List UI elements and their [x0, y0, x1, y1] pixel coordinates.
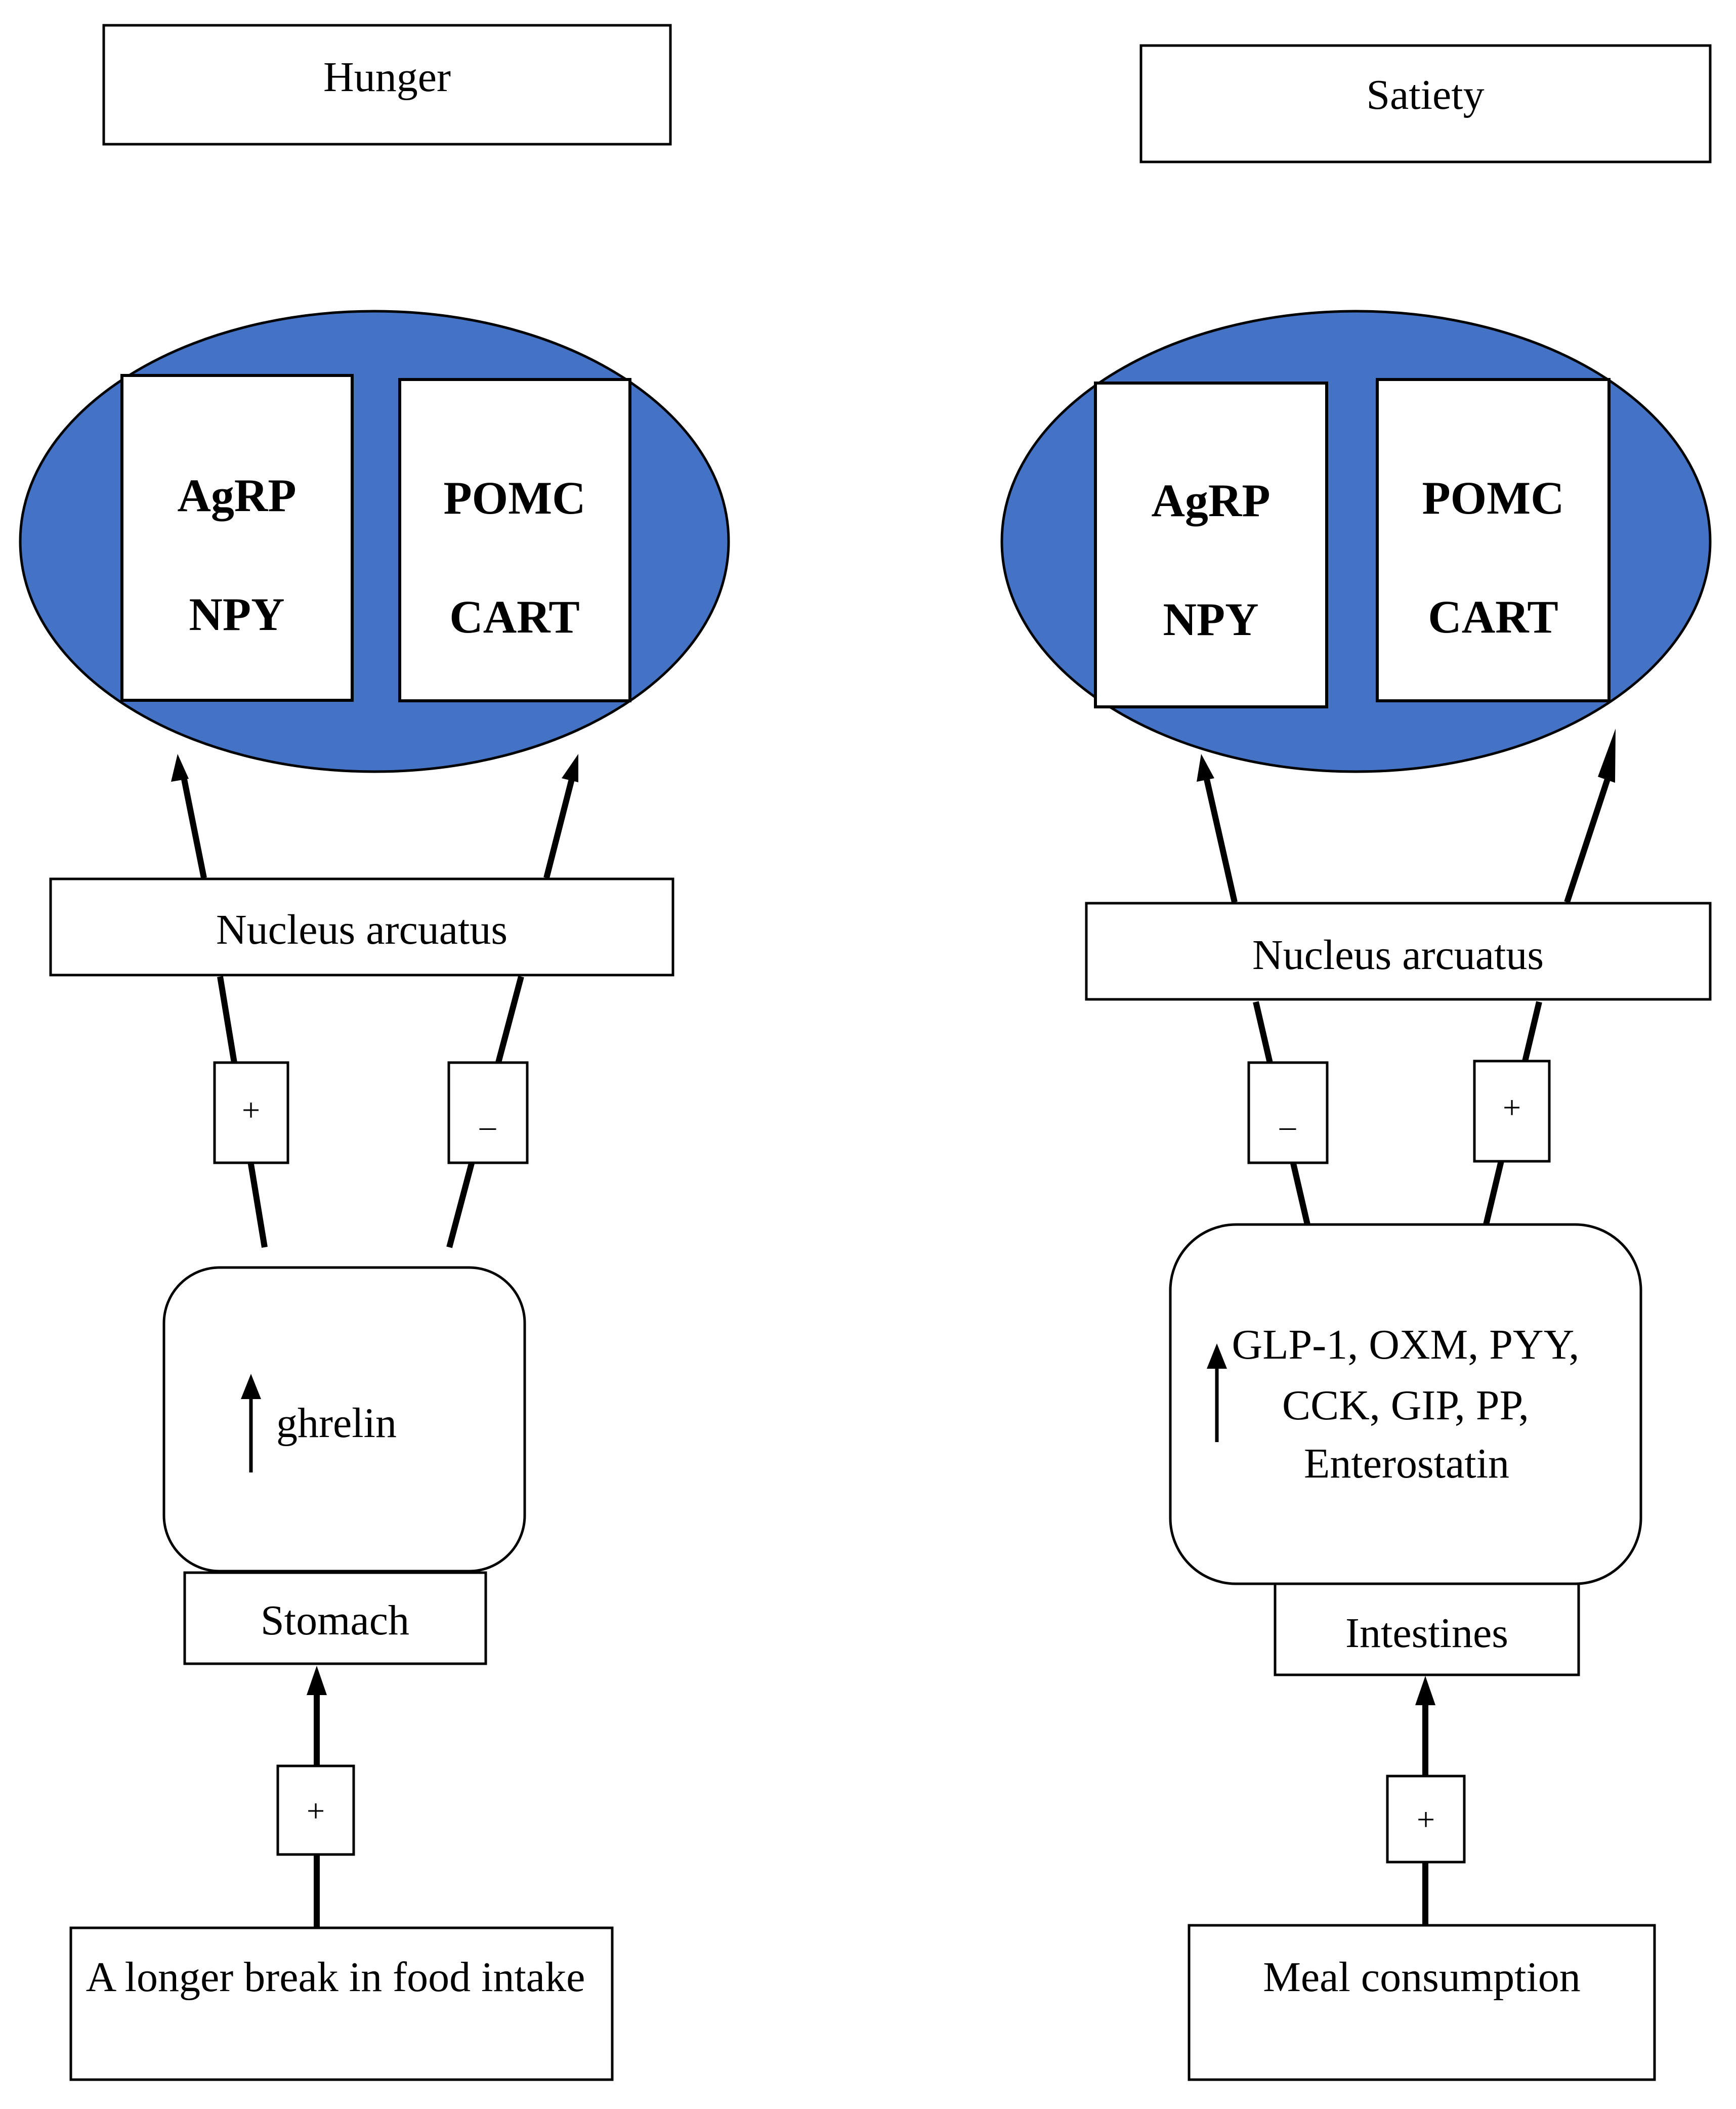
hunger-arrow-to-agrp	[181, 778, 207, 879]
hunger-hormone-box	[162, 1266, 526, 1573]
hunger-sign-right-box	[447, 1061, 529, 1164]
satiety-pomc-cart-box	[1376, 378, 1611, 702]
hunger-pomc-label: POMC	[443, 472, 585, 524]
satiety-hormones-line3: Enterostatin	[1304, 1440, 1509, 1487]
hunger-sign-left: +	[242, 1092, 260, 1128]
satiety-organ-label: Intestines	[1345, 1610, 1508, 1657]
satiety-sign-right: +	[1503, 1089, 1521, 1125]
satiety-agrp-npy-box	[1094, 382, 1328, 708]
hunger-pomc-cart-box	[398, 378, 631, 702]
satiety-sign-left: _	[1279, 1097, 1296, 1133]
hunger-arrowhead-pomc	[562, 754, 578, 782]
satiety-arrowhead-organ	[1415, 1676, 1435, 1705]
satiety-sign-right-box	[1473, 1060, 1551, 1163]
hunger-arrowhead-organ	[307, 1666, 327, 1695]
satiety-title: Satiety	[1366, 71, 1484, 118]
hunger-nucleus-label: Nucleus arcuatus	[216, 906, 507, 953]
hunger-hormone-label: ghrelin	[276, 1400, 397, 1447]
satiety-hormones-line1: GLP-1, OXM, PYY,	[1232, 1321, 1580, 1368]
hunger-trigger-label: A longer break in food intake	[86, 1954, 585, 2001]
satiety-sign-bottom: +	[1417, 1801, 1435, 1837]
satiety-nucleus-label: Nucleus arcuatus	[1252, 932, 1544, 979]
satiety-hormones-line2: CCK, GIP, PP,	[1282, 1382, 1529, 1429]
satiety-pathway: Satiety AgRP NPY POMC CART Nucleus arcua…	[1000, 44, 1712, 2081]
satiety-pomc-label: POMC	[1422, 472, 1564, 524]
satiety-npy-label: NPY	[1163, 594, 1258, 645]
satiety-cart-label: CART	[1428, 591, 1558, 643]
hunger-npy-label: NPY	[189, 588, 284, 640]
satiety-arrowhead-pomc	[1598, 729, 1616, 783]
satiety-agrp-label: AgRP	[1151, 475, 1270, 526]
hunger-agrp-label: AgRP	[177, 470, 296, 521]
hunger-sign-bottom-box	[276, 1764, 355, 1856]
hunger-organ-box	[183, 1571, 487, 1665]
satiety-arrowhead-agrp	[1197, 754, 1214, 782]
satiety-sign-left-box	[1247, 1061, 1329, 1164]
hunger-sign-left-box	[213, 1061, 289, 1164]
satiety-sign-bottom-box	[1386, 1775, 1466, 1864]
satiety-organ-box	[1274, 1582, 1580, 1676]
hunger-arrow-to-pomc	[543, 778, 575, 879]
satiety-trigger-label: Meal consumption	[1263, 1954, 1581, 2001]
satiety-arrow-to-agrp	[1204, 778, 1238, 903]
hunger-nucleus-box	[49, 877, 674, 977]
hunger-sign-bottom: +	[307, 1793, 325, 1829]
hunger-arrowhead-agrp	[171, 754, 189, 782]
satiety-arrow-to-pomc	[1564, 778, 1611, 903]
satiety-title-box	[1139, 44, 1712, 163]
hunger-agrp-npy-box	[120, 374, 354, 702]
hunger-title: Hunger	[323, 54, 451, 101]
hunger-sign-right: _	[479, 1097, 496, 1133]
satiety-trigger-box	[1188, 1924, 1656, 2081]
hunger-trigger-box	[69, 1926, 614, 2081]
hunger-cart-label: CART	[449, 591, 579, 643]
satiety-increase-arrow-icon	[1207, 1343, 1227, 1369]
hunger-increase-arrow-icon	[241, 1374, 261, 1399]
hunger-organ-label: Stomach	[261, 1597, 409, 1644]
satiety-nucleus-box	[1085, 902, 1712, 1001]
hunger-pathway: Hunger AgRP NPY POMC CART Nucleus arcuat…	[19, 24, 730, 2081]
hunger-title-box	[102, 24, 672, 146]
